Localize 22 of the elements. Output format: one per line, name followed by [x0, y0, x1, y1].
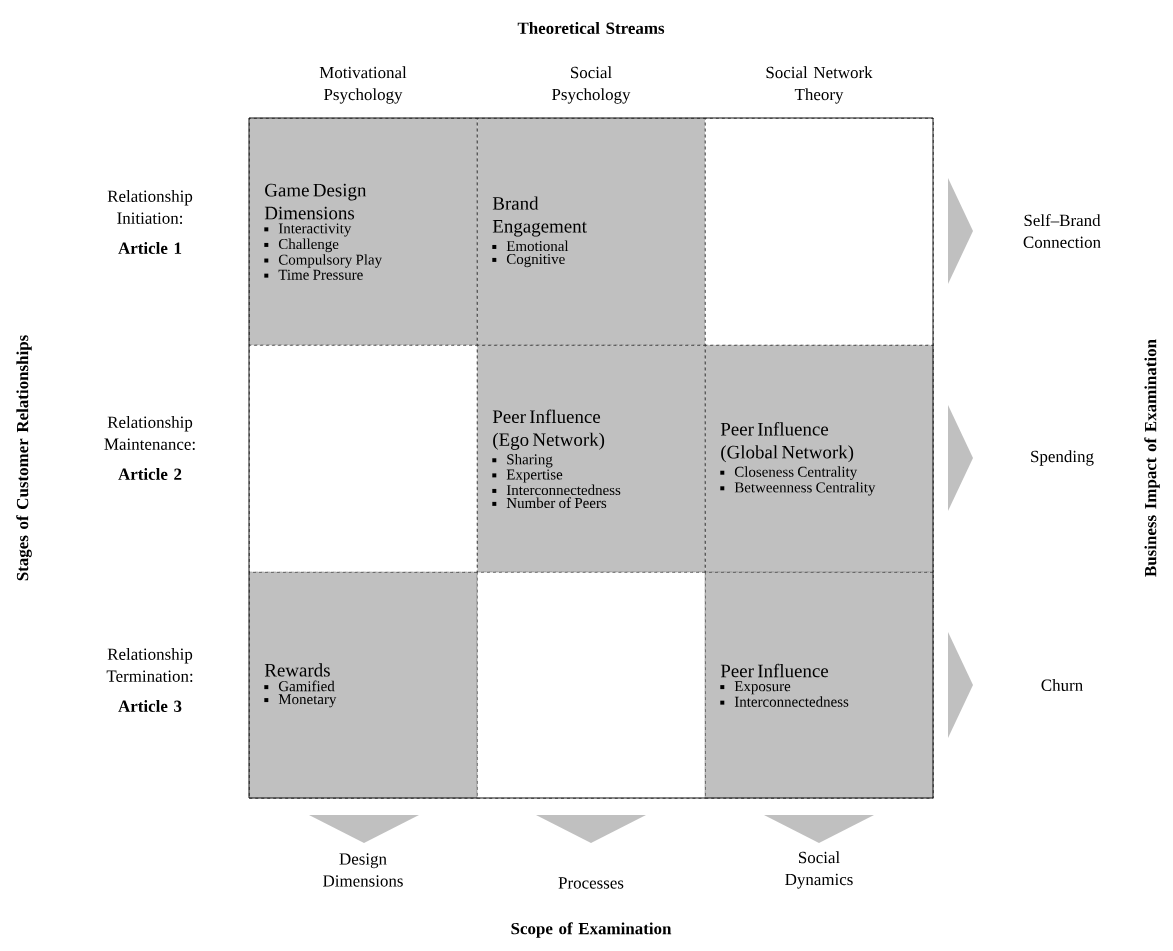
- grid-cell: Peer Influence (Global Network) Closeness Centrality Betweenness Centrality: [705, 345, 934, 573]
- axis-title: Scope of Examination: [511, 922, 672, 938]
- text-label: Relationship Maintenance:: [104, 416, 195, 450]
- axis-title: Stages of Customer Relationships: [16, 335, 32, 581]
- article-label: Article 2: [118, 468, 182, 480]
- text-label: Relationship Termination:: [106, 648, 193, 682]
- text-label: Design Dimensions: [323, 853, 403, 887]
- axis-title: Theoretical Streams: [517, 22, 665, 34]
- grid-cell: Brand Engagement Emotional Cognitive: [477, 118, 706, 346]
- text-label: Social Dynamics: [785, 851, 853, 889]
- grid-cell: Peer Influence Exposure Interconnectedness: [705, 572, 934, 799]
- article-label: Article 1: [118, 242, 182, 254]
- text-label: Spending: [1031, 450, 1094, 466]
- text-label: Churn: [1041, 679, 1083, 691]
- grid-cell: Peer Influence (Ego Network) Sharing Expertise Interconnectedness Number of Peers: [477, 345, 706, 573]
- article-label: Article 3: [118, 700, 182, 712]
- text-label: Self–Brand Connection: [1023, 214, 1101, 248]
- grid-cell: Game Design Dimensions Interactivity Challenge Compulsory Play Time Pressure: [249, 118, 478, 346]
- axis-title: Business Impact of Examination: [1144, 339, 1160, 577]
- grid-cell: Rewards Gamified Monetary: [249, 572, 478, 799]
- text-label: Relationship Initiation:: [107, 190, 193, 224]
- text-label: Processes: [558, 877, 624, 889]
